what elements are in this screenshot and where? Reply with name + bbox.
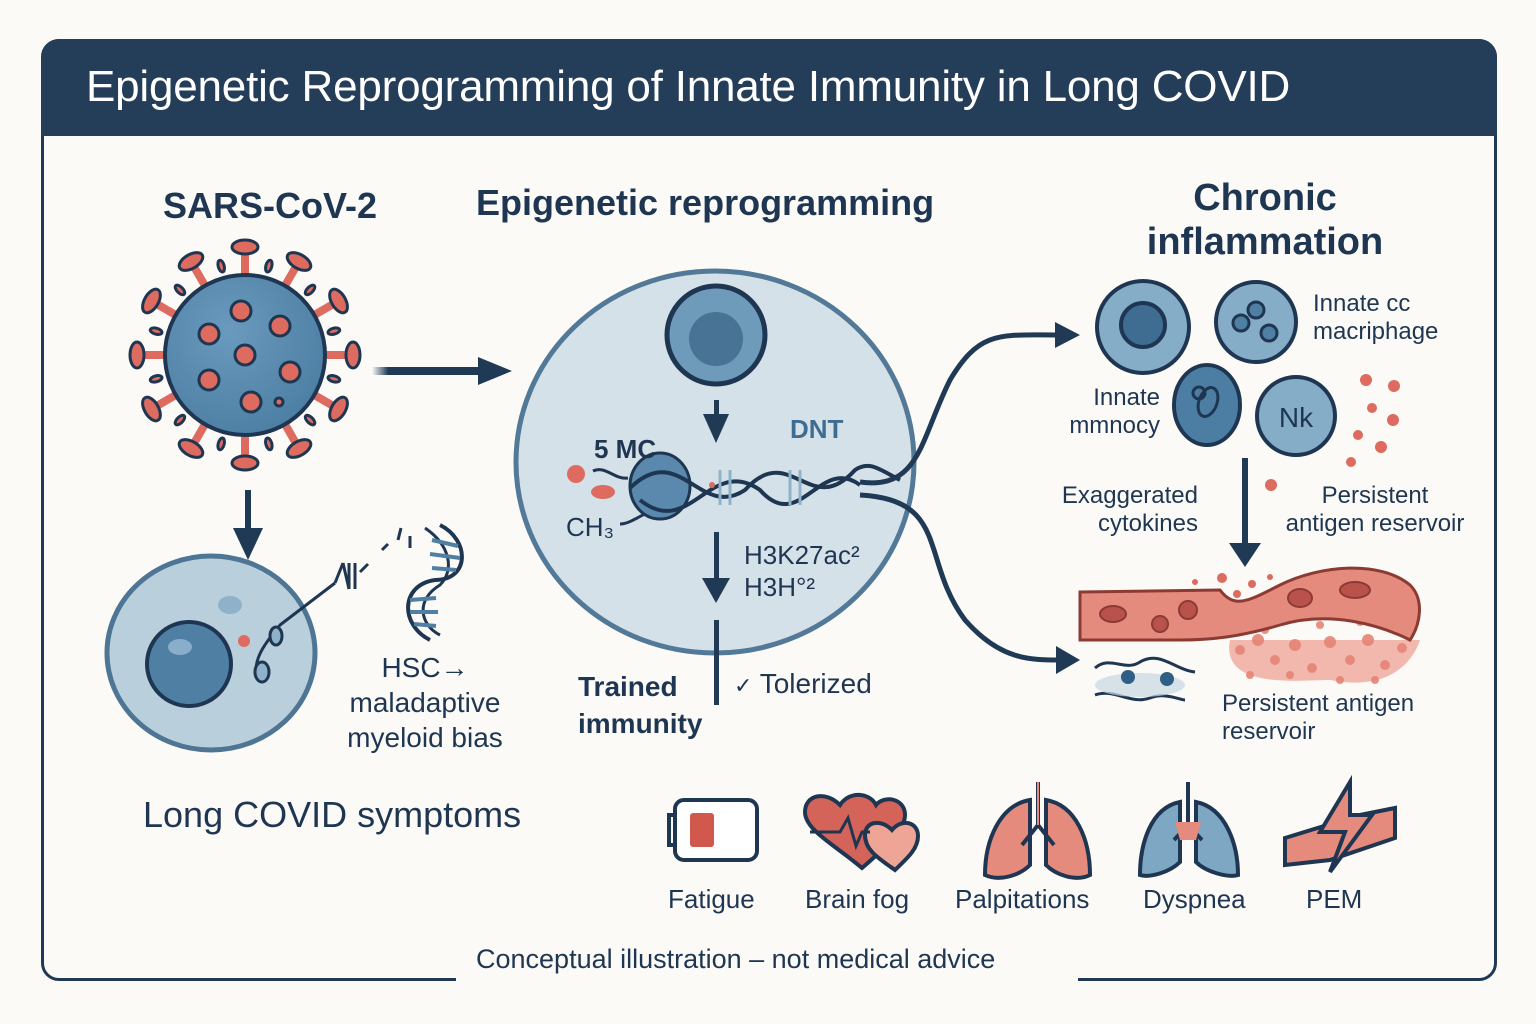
- virus-spike-head: [128, 340, 146, 370]
- arrow-nucleus-to-dna: [703, 400, 729, 443]
- virus-heading: SARS-CoV-2: [163, 185, 378, 226]
- monocyte-label-line-2: mmnocy: [1069, 412, 1160, 439]
- nk-cell-icon: Nk: [1255, 375, 1337, 457]
- hsc-label-line-3: myeloid bias: [347, 722, 503, 753]
- virus-spike-head: [328, 287, 349, 315]
- arrow-virus-to-hsc: [233, 490, 263, 560]
- inflammation-heading: Chronic inflammation: [1135, 176, 1395, 264]
- virus-spike-head: [344, 340, 362, 370]
- disclaimer-footer: Conceptual illustration – not medical ad…: [476, 944, 996, 974]
- cytokine-dots: [1265, 374, 1400, 491]
- virus-small-spike: [216, 258, 226, 274]
- battery-low-icon: [667, 798, 759, 862]
- footer-gap: [456, 966, 1078, 986]
- virus-spike-head: [285, 251, 313, 272]
- cytokines-label-line-2: cytokines: [1097, 510, 1198, 537]
- title-bar: [41, 39, 1497, 136]
- macrophage-icon: [1214, 280, 1298, 364]
- symptom-palpitations: Palpitations: [955, 884, 1090, 914]
- virus-spike-head: [285, 438, 313, 459]
- tolerized-label: ✓ Tolerized: [734, 668, 872, 701]
- mark-ch3: CH₃: [566, 512, 615, 542]
- hsc-label: HSC→ maladaptive myeloid bias: [330, 650, 520, 755]
- reservoir-top-line-1: Persistent: [1321, 482, 1429, 509]
- mark-h3h: H3H°²: [744, 572, 816, 602]
- virus-small-spike: [303, 283, 317, 297]
- macrophage-label-line-1: Innate cc: [1313, 290, 1411, 317]
- virus-spike-head: [328, 395, 349, 423]
- symptoms-heading: Long COVID symptoms: [143, 794, 522, 835]
- virus-small-spike: [264, 258, 274, 274]
- symptom-fatigue: Fatigue: [668, 884, 755, 914]
- mark-h3k27ac: H3K27ac²: [744, 540, 860, 570]
- cytokines-label-line-1: Exaggerated: [1061, 482, 1198, 509]
- lungs-icon: [982, 782, 1093, 880]
- reservoir-bottom-line-1: Persistent antigen: [1222, 690, 1415, 717]
- tolerized-text: Tolerized: [759, 668, 872, 699]
- lungs-blue-icon: [1137, 782, 1241, 878]
- page-title: Epigenetic Reprogramming of Innate Immun…: [86, 62, 1291, 111]
- innate-cell-icon: [1172, 363, 1242, 447]
- inflammation-heading-line-2: inflammation: [1146, 221, 1384, 263]
- epigenetic-heading: Epigenetic reprogramming: [476, 182, 935, 223]
- symptom-pem: PEM: [1306, 884, 1363, 914]
- reservoir-bottom-label: Persistent antigen reservoir: [1222, 690, 1414, 746]
- hearts-icon: [802, 792, 921, 873]
- check-box-icon: ✓: [734, 673, 753, 698]
- arrow-dna-to-outcomes: [702, 532, 730, 705]
- chromatin-dna-icon: [567, 451, 901, 526]
- virus-spike-head: [230, 454, 260, 472]
- reservoir-top-line-2: antigen reservoir: [1285, 510, 1465, 537]
- virus-spike-head: [141, 287, 162, 315]
- virus-small-spike: [148, 326, 164, 336]
- arrow-virus-to-epigenetic: [372, 357, 512, 385]
- dna-helix-icon: [406, 523, 464, 642]
- trained-immunity-label: Trained immunity: [578, 668, 702, 742]
- virus-icon: [128, 238, 362, 472]
- virus-small-spike: [264, 436, 274, 452]
- reservoir-bottom-line-2: reservoir: [1222, 718, 1316, 745]
- stem-cell-icon: [104, 527, 412, 753]
- arrow-to-inflammation-cells: [859, 322, 1080, 486]
- trained-line-2: immunity: [578, 708, 703, 739]
- virus-spike-head: [141, 395, 162, 423]
- symptom-dyspnea: Dyspnea: [1143, 884, 1246, 914]
- immune-cell-large: [513, 268, 917, 656]
- monocyte-icon: [1095, 279, 1191, 375]
- inflammation-heading-line-1: Chronic: [1193, 177, 1337, 219]
- virus-small-spike: [173, 413, 187, 427]
- virus-small-spike: [216, 436, 226, 452]
- virus-small-spike: [148, 374, 164, 384]
- virus-spike-head: [177, 438, 205, 459]
- blood-vessel-tissue-icon: [1078, 566, 1421, 684]
- virus-spike-head: [177, 251, 205, 272]
- virus-small-spike: [326, 326, 342, 336]
- mark-5mc: 5 MC: [594, 434, 657, 464]
- macrophage-label: Innate cc macriphage: [1313, 290, 1438, 346]
- macrophage-label-line-2: macriphage: [1313, 318, 1439, 345]
- arrow-inflammation-to-tissue: [1229, 458, 1261, 567]
- hsc-label-line-2: maladaptive: [349, 687, 501, 718]
- trained-line-1: Trained: [578, 671, 678, 702]
- virus-small-spike: [173, 283, 187, 297]
- migrating-cells-icon: [1094, 656, 1196, 702]
- virus-small-spike: [303, 413, 317, 427]
- cytokines-label: Exaggerated cytokines: [1040, 482, 1198, 538]
- arrow-to-tissue: [859, 492, 1080, 674]
- monocyte-label: Innate mmnocy: [1062, 384, 1160, 440]
- monocyte-label-line-1: Innate: [1093, 384, 1160, 411]
- virus-spike-head: [230, 238, 260, 256]
- mark-dnt: DNT: [790, 414, 844, 444]
- hsc-label-line-1: HSC→: [381, 652, 469, 683]
- lightning-muscle-icon: [1283, 774, 1397, 874]
- nk-cell-label: Nk: [1279, 402, 1314, 433]
- symptom-brain-fog: Brain fog: [805, 884, 910, 914]
- virus-small-spike: [326, 374, 342, 384]
- reservoir-top-label: Persistent antigen reservoir: [1274, 482, 1476, 538]
